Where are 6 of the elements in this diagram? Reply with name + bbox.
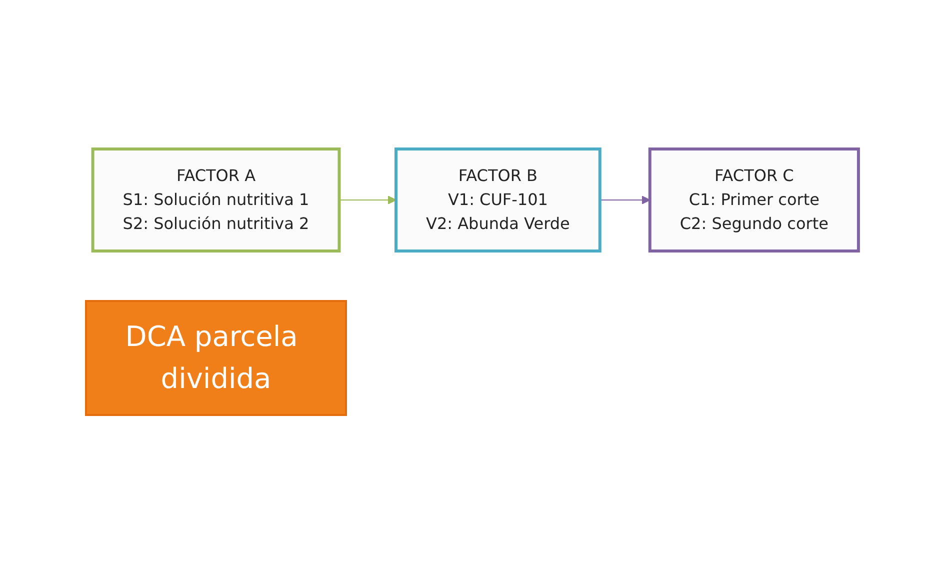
arrow	[338, 196, 397, 204]
node-box: FACTOR C C1: Primer corte C2: Segundo corte	[648, 148, 860, 252]
node-box: DCA parcela dividida	[85, 300, 348, 416]
node-box: FACTOR A S1: Solución nutritiva 1 S2: Solución nutritiva 2	[92, 148, 341, 252]
node-box: FACTOR B V1: CUF-101 V2: Abunda Verde	[394, 148, 602, 252]
arrow	[600, 196, 651, 204]
